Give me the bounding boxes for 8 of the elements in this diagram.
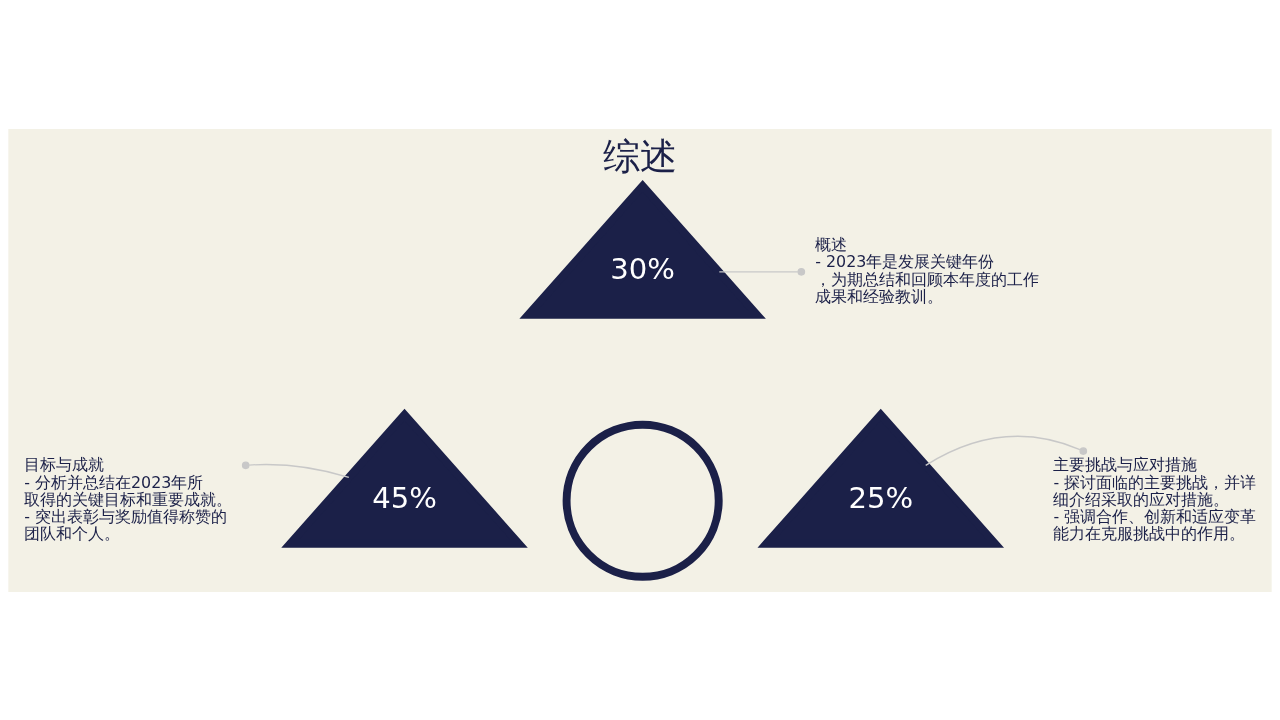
node-text: 概述 - 2023年是发展关键年份，为期总结和回顾本年度的工作成果和经验教训。 [815, 234, 1040, 306]
connector [718, 267, 806, 276]
node-text: 主要挑战与应对措施 - 探讨面临的主要挑战，并详细介绍采取的应对措施。 - 强调合作、创新和适应变革能力在克服挑战中的作用。 [1053, 454, 1257, 543]
connector [925, 435, 1088, 466]
connector [241, 461, 350, 478]
node-text: 目标与成就 - 分析并总结在2023年所取得的关键目标和重要成就。 - 突出表彰与奖励值得称赞的团队和个人。 [24, 454, 233, 543]
node-circle [562, 420, 723, 581]
diagram-title: 综述 [603, 134, 677, 178]
